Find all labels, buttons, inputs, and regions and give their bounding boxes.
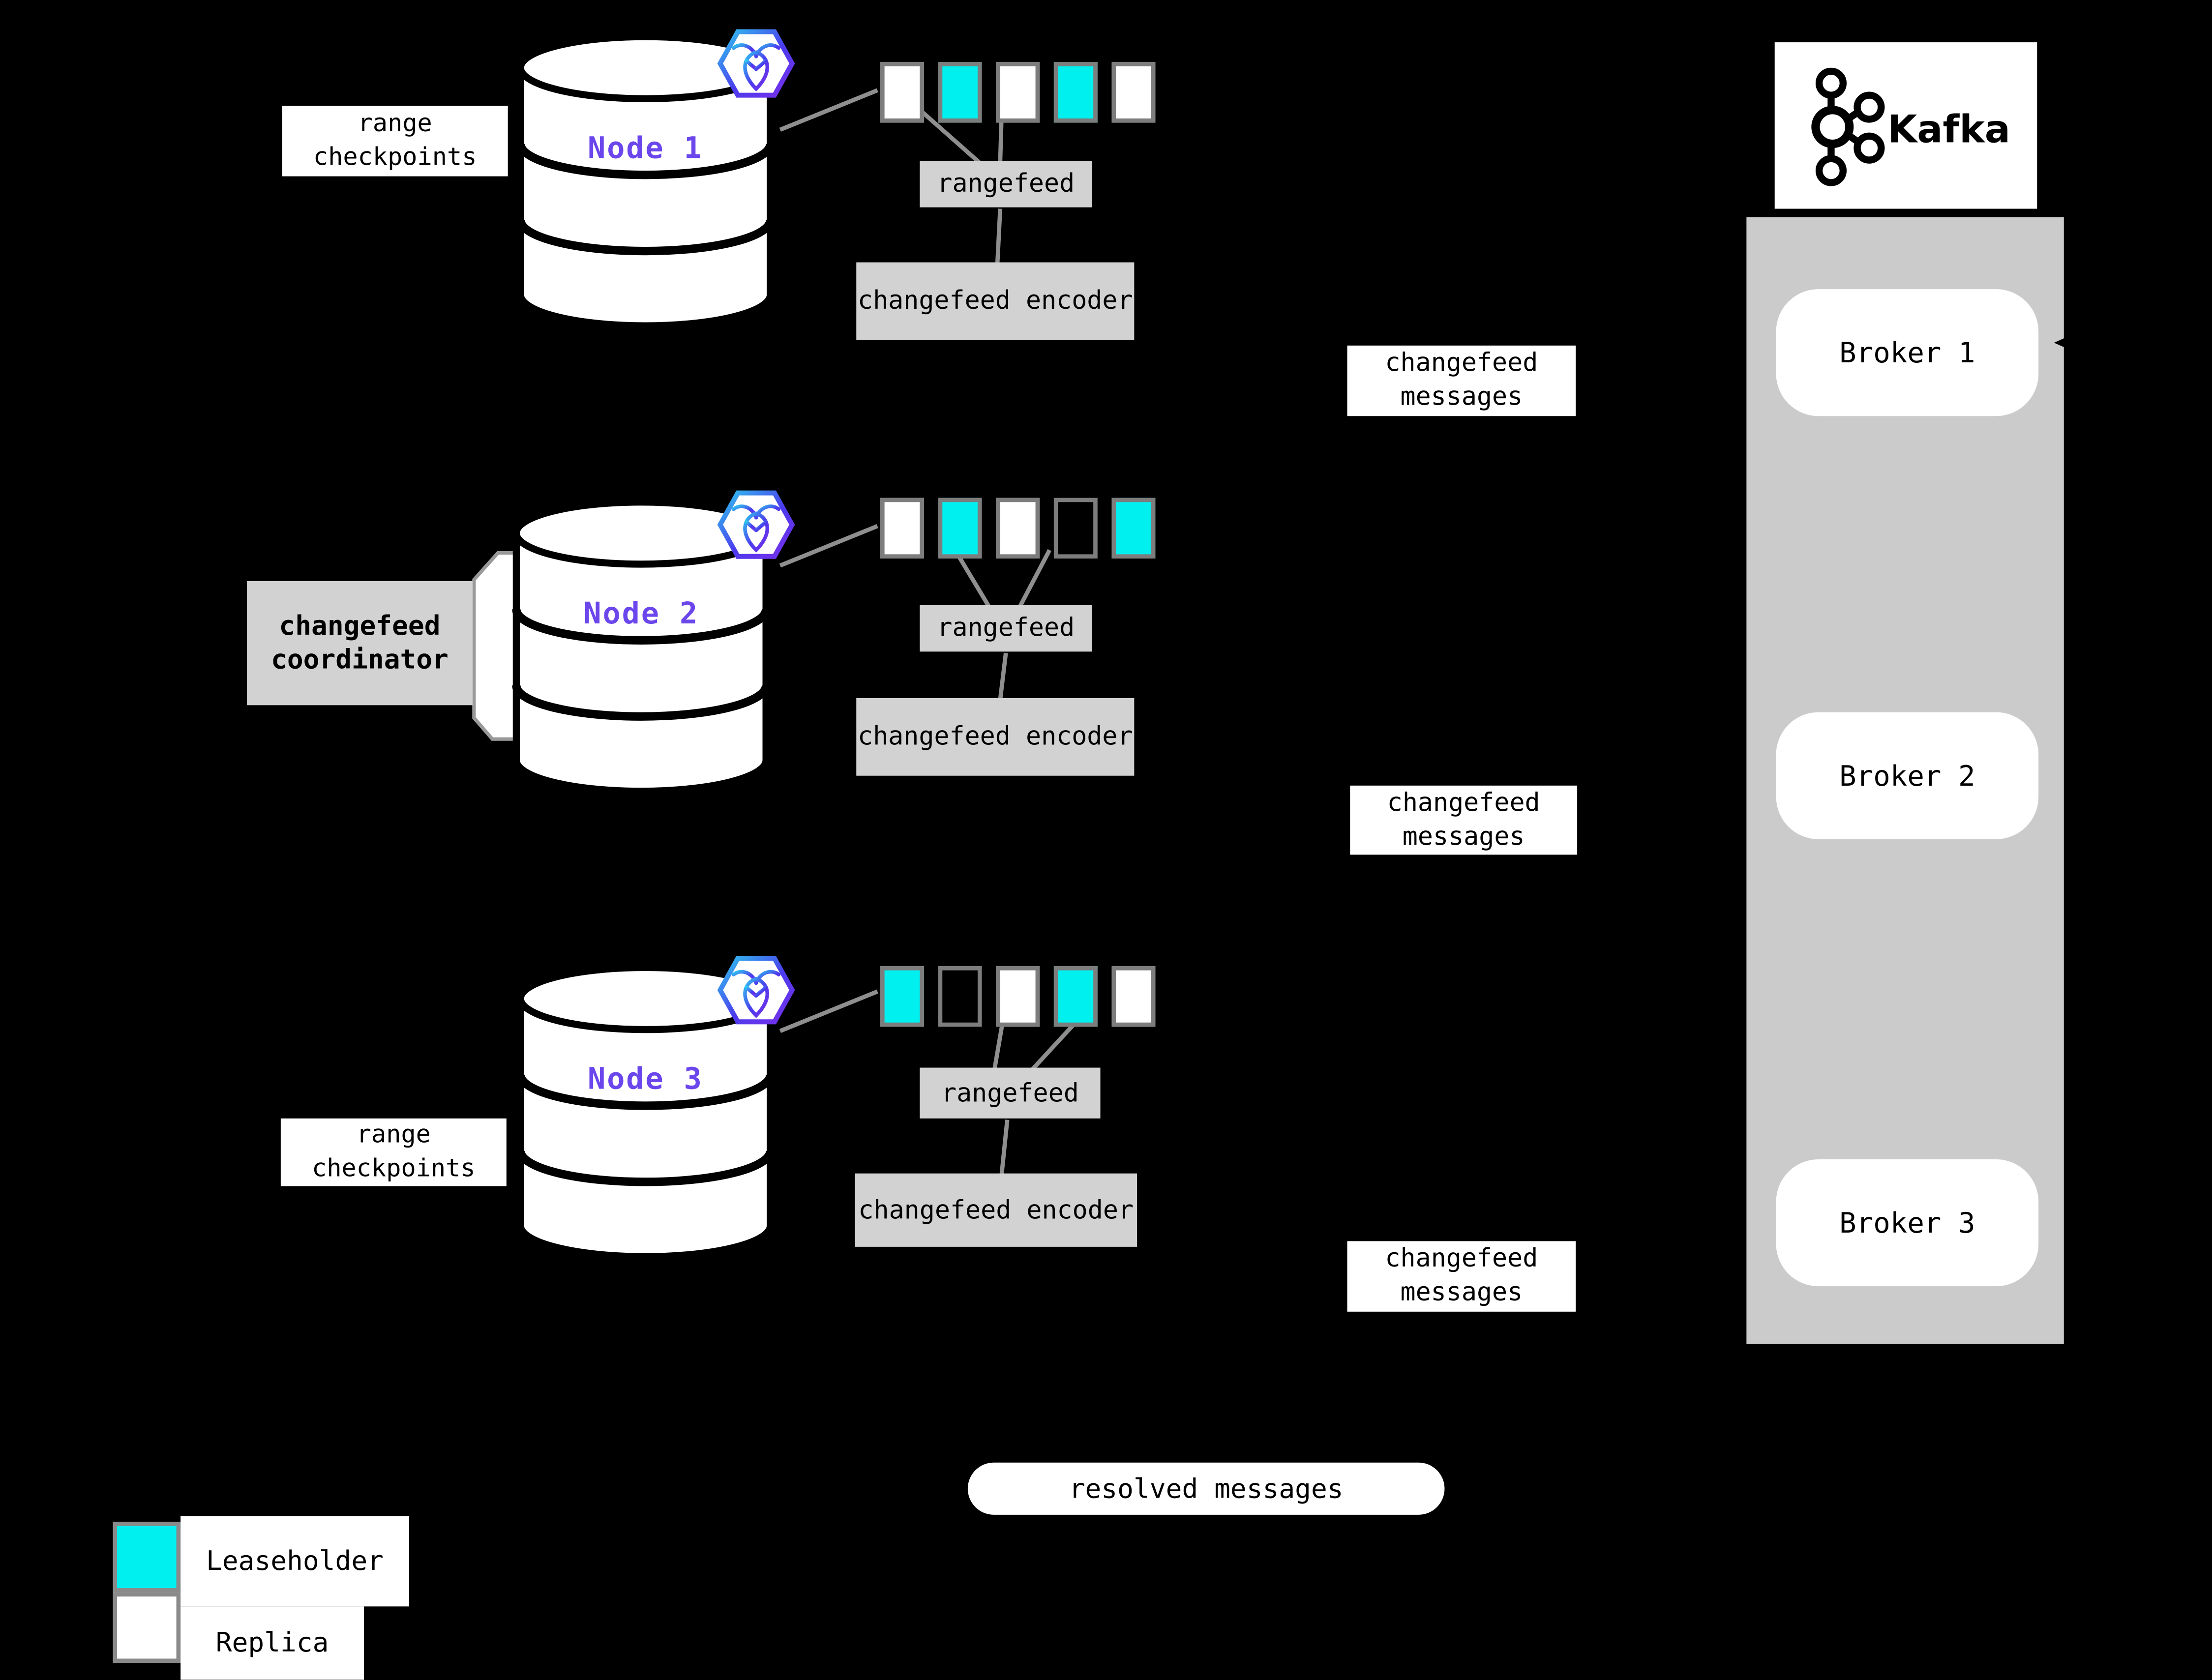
range-square-leaseholder	[1053, 62, 1098, 123]
changefeed-coordinator-label: changefeed coordinator	[247, 581, 473, 706]
node-1-label: Node 1	[587, 131, 703, 165]
rangefeed-box-node-3: rangefeed	[920, 1067, 1101, 1119]
range-square-replica	[996, 62, 1040, 123]
changefeed-messages-label-node-1: changefeed messages	[1347, 345, 1576, 416]
database-cylinder-node-1	[516, 33, 775, 329]
resolved-messages-pill: resolved messages	[967, 1462, 1445, 1515]
range-checkpoints-label-bottom: range checkpoints	[280, 1118, 507, 1186]
cockroachdb-hexagon-icon	[717, 29, 795, 98]
range-square-empty	[938, 966, 982, 1027]
legend-swatch-leaseholder	[113, 1522, 181, 1592]
changefeed-messages-label-node-2: changefeed messages	[1350, 785, 1578, 855]
range-replicas-row-node-1	[880, 62, 1156, 123]
range-square-replica	[1111, 62, 1156, 123]
range-square-replica	[996, 966, 1040, 1027]
changefeed-encoder-box-node-3: changefeed encoder	[855, 1173, 1137, 1247]
range-square-leaseholder	[938, 62, 982, 123]
broker-1: Broker 1	[1776, 289, 2039, 416]
node-3-label: Node 3	[587, 1062, 703, 1096]
changefeed-encoder-box-node-2: changefeed encoder	[856, 698, 1135, 776]
kafka-logo-box: Kafka	[1774, 42, 2037, 209]
node-2-label: Node 2	[583, 596, 699, 631]
range-square-replica	[1111, 966, 1156, 1027]
range-square-replica	[996, 498, 1040, 559]
changefeed-encoder-box-node-1: changefeed encoder	[856, 262, 1135, 340]
range-checkpoints-label-top: range checkpoints	[282, 106, 508, 177]
legend-swatch-replica	[113, 1592, 181, 1663]
range-square-leaseholder	[1053, 966, 1098, 1027]
range-replicas-row-node-2	[880, 498, 1156, 559]
cockroachdb-hexagon-icon	[717, 490, 795, 559]
range-replicas-row-node-3	[880, 966, 1156, 1027]
database-cylinder-node-3	[516, 964, 775, 1261]
broker-2: Broker 2	[1776, 712, 2039, 839]
range-square-leaseholder	[880, 966, 924, 1027]
rangefeed-box-node-1: rangefeed	[920, 161, 1092, 207]
range-square-replica	[880, 62, 924, 123]
range-square-empty	[1053, 498, 1098, 559]
kafka-icon	[1811, 67, 1885, 186]
range-square-replica	[880, 498, 924, 559]
rangefeed-box-node-2: rangefeed	[920, 605, 1092, 652]
broker-3: Broker 3	[1776, 1159, 2039, 1287]
database-cylinder-node-2	[512, 499, 771, 795]
legend-label-replica: Replica	[180, 1606, 364, 1680]
range-square-leaseholder	[938, 498, 982, 559]
changefeed-messages-label-node-3: changefeed messages	[1347, 1241, 1576, 1312]
legend-label-leaseholder: Leaseholder	[180, 1516, 409, 1607]
cockroachdb-hexagon-icon	[717, 956, 795, 1025]
range-square-leaseholder	[1111, 498, 1156, 559]
kafka-wordmark: Kafka	[1887, 108, 2011, 152]
